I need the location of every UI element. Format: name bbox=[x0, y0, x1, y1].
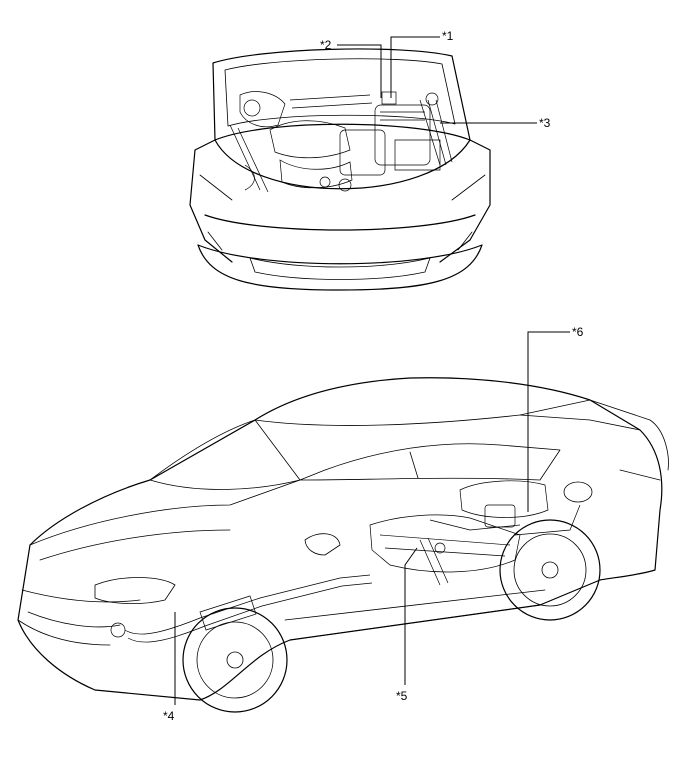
hood-inner bbox=[224, 58, 456, 127]
callout-labels: *1 *2 *3 *4 *5 *6 bbox=[163, 29, 584, 723]
mirror bbox=[304, 533, 341, 556]
leader-1 bbox=[390, 36, 440, 98]
fog-lamp-left bbox=[207, 231, 223, 251]
left-fender bbox=[189, 139, 233, 263]
front-bumper bbox=[197, 214, 483, 291]
headlamp-right bbox=[451, 174, 486, 201]
vehicle-body-outline bbox=[17, 377, 663, 701]
roof-line bbox=[254, 399, 591, 426]
leader-6 bbox=[527, 331, 570, 512]
rear-wheel bbox=[499, 519, 601, 621]
hood-lines bbox=[29, 479, 301, 561]
fuel-filler-door bbox=[563, 481, 593, 503]
vehicle-view bbox=[17, 377, 669, 713]
callout-5: *5 bbox=[396, 689, 408, 703]
headlamp-left bbox=[199, 174, 233, 201]
callout-2: *2 bbox=[320, 38, 332, 52]
front-wheel bbox=[182, 607, 288, 713]
engine-components bbox=[229, 91, 453, 193]
windshield bbox=[149, 419, 301, 490]
b-pillar bbox=[409, 451, 419, 479]
engine-bay-view bbox=[189, 48, 491, 291]
front-fascia bbox=[17, 589, 141, 646]
callout-3: *3 bbox=[539, 116, 551, 130]
lower-grille bbox=[249, 257, 431, 280]
fuel-tank-evap-system bbox=[369, 480, 581, 586]
leader-5 bbox=[404, 547, 418, 685]
headlamp bbox=[94, 577, 176, 605]
callout-4: *4 bbox=[163, 709, 175, 723]
callout-leaders-bottom bbox=[174, 331, 570, 705]
callout-1: *1 bbox=[442, 29, 454, 43]
rear-window bbox=[519, 414, 641, 431]
callout-leaders-top bbox=[337, 36, 537, 124]
fog-lamp-right bbox=[457, 231, 473, 251]
rear-deck bbox=[589, 399, 669, 481]
callout-6: *6 bbox=[572, 325, 584, 339]
right-fender bbox=[439, 139, 491, 263]
side-sill bbox=[284, 589, 546, 641]
side-windows bbox=[299, 443, 561, 481]
engine-bay-opening bbox=[214, 139, 471, 190]
exhaust-system bbox=[110, 574, 373, 643]
leader-2 bbox=[337, 44, 382, 98]
